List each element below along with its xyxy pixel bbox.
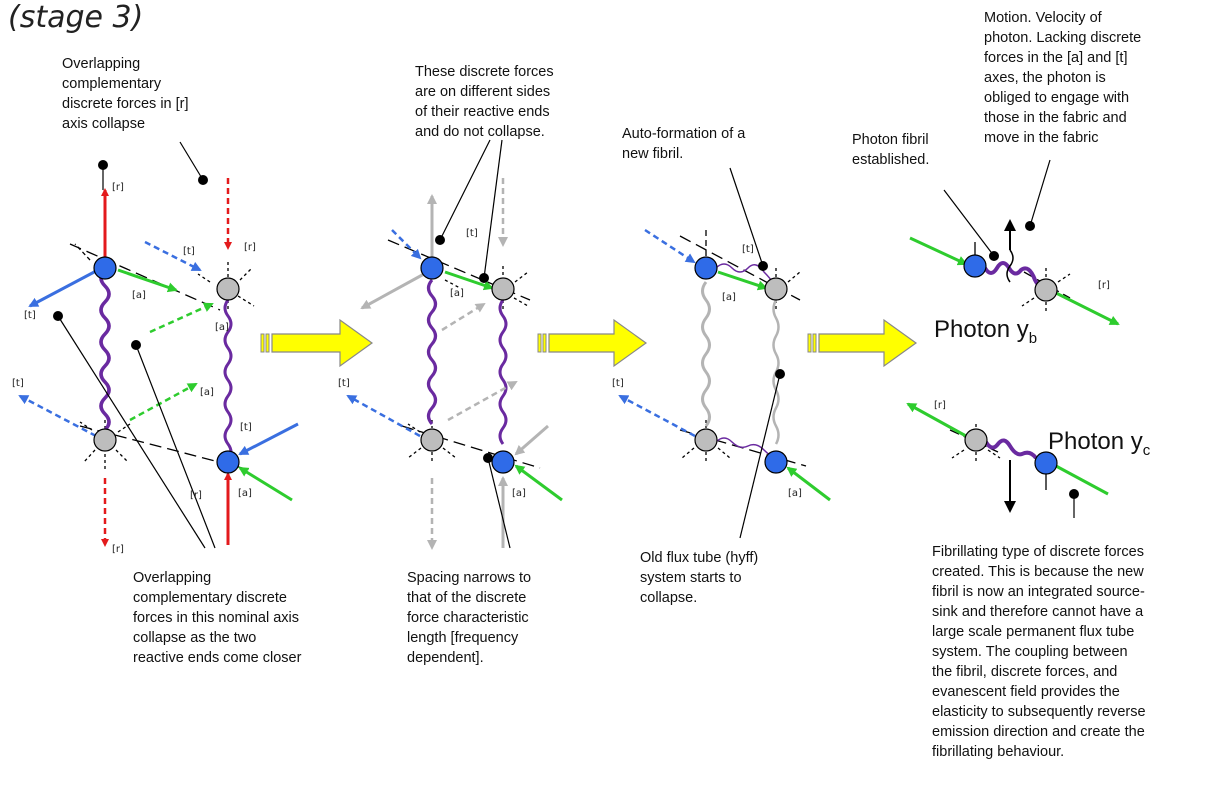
label-r: [r] [112,182,124,193]
label-t: [t] [24,310,36,321]
photon-b-sub: b [1028,329,1038,347]
node-blue-bot-p3 [764,450,788,474]
fibril-left-p1 [99,268,111,432]
blue-arrow-in-p1 [238,422,299,456]
label-a: [a] [200,387,214,398]
label-t: [t] [742,244,754,255]
node-gray-top-p2 [491,277,515,301]
label-t: [t] [612,378,624,389]
label-r: [r] [1098,280,1110,291]
label-r: [r] [244,242,256,253]
panel-1: [r] [r] [t] [a] [t] [a] [a] [t] [t] [r] … [12,141,299,555]
label-t: [t] [466,228,478,239]
node-blue-top-p2 [420,256,444,280]
transition-arrow-2 [537,318,648,368]
node-blue-top-p3 [694,256,718,280]
green-arrow-in-p1 [238,466,293,502]
fibril-left-p2 [426,278,438,426]
label-r: [r] [190,490,202,501]
note-fibrillating: Fibrillating type of discrete forces cre… [932,544,1146,760]
photon-c-label: Photon yc [1048,428,1150,459]
node-gray-bot-p2 [420,428,444,452]
node-gray-bot-p3 [694,428,718,452]
new-fibril-bottom [715,437,779,461]
node-gray-top-p3 [764,277,788,301]
node-blue-top-p1 [93,256,117,280]
label-t: [t] [183,246,195,257]
node-gray-top-p1 [216,277,240,301]
label-t: [t] [338,378,350,389]
new-fibril-top [715,263,775,285]
blue-dashed-arrow-left-p1 [18,394,97,438]
blue-dashed-arrow-p1 [144,240,202,272]
label-a: [a] [722,292,736,303]
node-blue-bot-p1 [216,450,240,474]
photon-b-diagram: [r] [909,159,1120,326]
green-arrow-p1 [117,268,178,293]
label-a: [a] [788,488,802,499]
fibril-right-p1 [223,299,233,461]
label-t: [t] [240,422,252,433]
note-photon-fibril: Photon fibril established. [852,132,930,168]
note-motion: Motion. Velocity of photon. Lacking disc… [984,10,1142,146]
page-title: (stage 3) [8,0,144,35]
note-old-flux-tube: Old flux tube (hyff) system starts to co… [640,550,759,606]
green-dashed-arrow-p1 [149,302,214,334]
photon-c-diagram: [r] [906,400,1109,518]
note-auto-formation: Auto-formation of a new fibril. [622,126,746,162]
note-spacing-narrows: Spacing narrows to that of the discrete … [407,570,532,666]
label-a: [a] [132,290,146,301]
photon-b-text: Photon y [934,316,1029,343]
label-r: [r] [934,400,946,411]
panel-2: [t] [a] [t] [a] [338,139,563,550]
photon-c-sub: c [1142,441,1151,459]
transition-arrow-3 [807,318,918,368]
label-t: [t] [12,378,24,389]
node-blue-bot-p2 [491,450,515,474]
photon-c-text: Photon y [1048,428,1143,455]
transition-arrow-1 [260,318,374,368]
note-nominal-axis-collapse: Overlapping complementary discrete force… [133,570,302,666]
node-gray-bot-p1 [93,428,117,452]
label-a: [a] [238,488,252,499]
label-a: [a] [450,288,464,299]
panel-3: [t] [a] [t] [a] [612,167,831,539]
fibril-right-p2 [498,299,508,445]
green-dashed-arrow2-p1 [129,382,198,422]
label-a: [a] [512,488,526,499]
note-r-axis-collapse: Overlapping complementary discrete force… [62,56,189,132]
photon-b-label: Photon yb [934,316,1037,347]
note-different-sides: These discrete forces are on different s… [415,64,554,140]
label-r: [r] [112,544,124,555]
blue-arrow-left-p1 [28,268,99,308]
label-a: [a] [215,322,229,333]
